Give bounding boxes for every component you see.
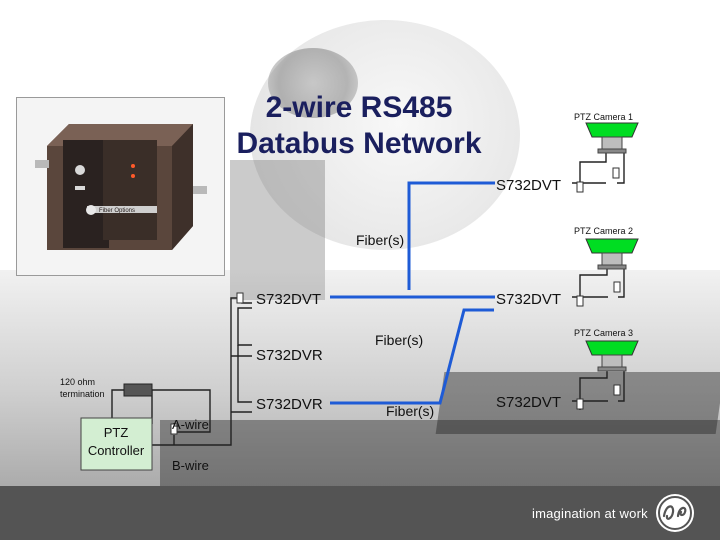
connector-dvt-top	[576, 181, 584, 193]
background-camera-dome	[250, 20, 520, 250]
background-dvr-unit-lower	[160, 420, 720, 486]
ptz-camera-3-icon	[585, 340, 639, 372]
ptz-camera-2-icon	[585, 238, 639, 270]
fiber-label-middle: Fiber(s)	[375, 332, 423, 348]
node-s732dvt-right: S732DVT	[496, 291, 561, 308]
title-line-2: Databus Network	[236, 127, 482, 160]
termination-resistor	[123, 383, 153, 397]
device-brand-label: Fiber Options	[99, 208, 135, 214]
termination-label-line-1: 120 ohm	[60, 377, 95, 387]
connector-dvt-right	[576, 295, 584, 307]
background-monitor	[230, 160, 325, 300]
ptz-controller-label-line-1: PTZ	[104, 425, 129, 440]
fiber-label-top: Fiber(s)	[356, 232, 404, 248]
fiber-link-bottom	[330, 308, 494, 405]
connector-camera-3	[613, 384, 621, 396]
ptz-camera-1-icon	[585, 122, 639, 154]
termination-label-line-2: termination	[60, 389, 105, 399]
node-s732dvr-top: S732DVR	[256, 347, 323, 364]
page-title: 2-wire RS485 Databus Network	[214, 90, 504, 162]
ptz-camera-2-label: PTZ Camera 2	[574, 226, 633, 236]
fiber-module-image: Fiber Options	[35, 124, 207, 250]
ptz-controller-box	[80, 417, 153, 471]
ge-logo-icon	[656, 494, 694, 532]
connector-dvt-left	[236, 292, 244, 304]
node-s732dvr-bottom: S732DVR	[256, 396, 323, 413]
footer-slogan: imagination at work	[532, 506, 648, 521]
title-line-1: 2-wire RS485	[265, 91, 453, 124]
fiber-label-bottom: Fiber(s)	[386, 403, 434, 419]
connector-dvt-bottom	[576, 398, 584, 410]
connector-camera-1	[612, 167, 620, 179]
product-photo: Fiber Options	[16, 97, 225, 276]
b-wire-label: B-wire	[172, 458, 209, 473]
ptz-controller-label-line-2: Controller	[88, 443, 145, 458]
node-s732dvt-left: S732DVT	[256, 291, 321, 308]
a-wire-label: A-wire	[172, 417, 209, 432]
fiber-link-top	[407, 181, 495, 290]
footer-bar	[0, 486, 720, 540]
background-dome-lens	[268, 48, 358, 118]
ptz-camera-1-label: PTZ Camera 1	[574, 112, 633, 122]
node-s732dvt-top: S732DVT	[496, 177, 561, 194]
ptz-camera-3-label: PTZ Camera 3	[574, 328, 633, 338]
connector-camera-2	[613, 281, 621, 293]
node-s732dvt-bottom: S732DVT	[496, 394, 561, 411]
